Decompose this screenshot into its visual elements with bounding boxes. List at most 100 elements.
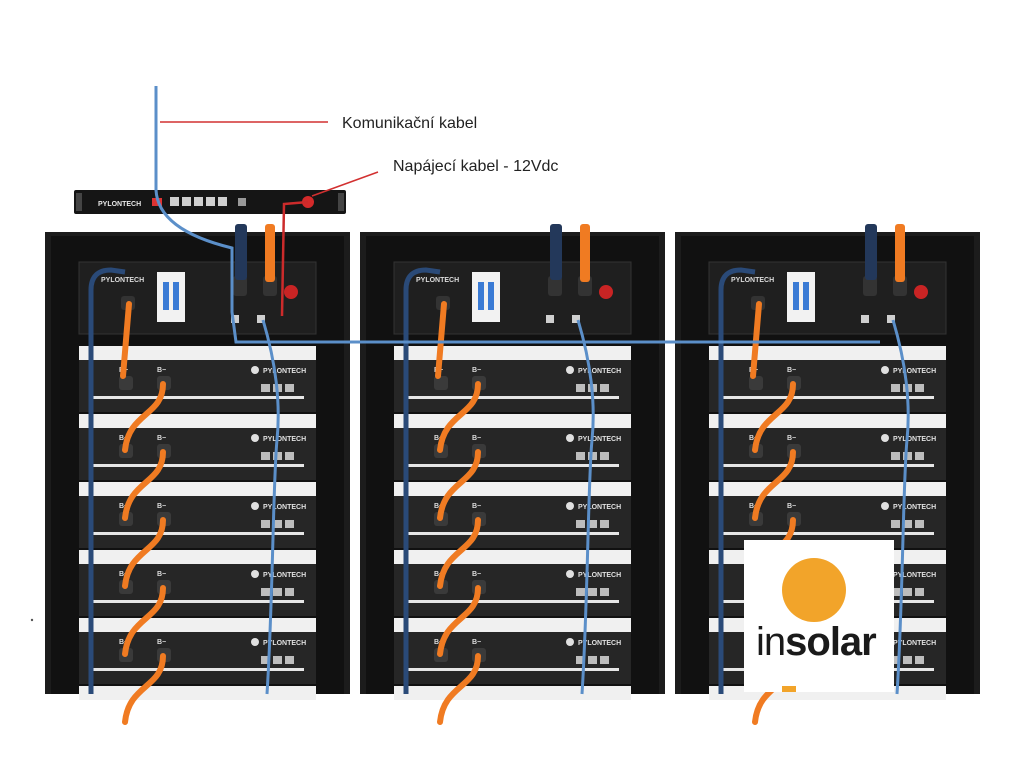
bms-power-lead xyxy=(120,301,132,379)
module-logo-dot xyxy=(251,570,259,578)
battery-module-icon: B+B−PYLONTECH xyxy=(79,550,316,616)
battery-module-icon: B+B−PYLONTECH xyxy=(394,346,631,412)
module-brand-label: PYLONTECH xyxy=(263,572,306,579)
battery-module-icon: B+ B− PYLONTECH xyxy=(709,414,946,480)
module-top-face xyxy=(79,414,316,428)
module-top-face xyxy=(709,482,946,496)
bms-power-button xyxy=(914,285,928,299)
module-rail xyxy=(721,396,934,399)
module-logo-dot xyxy=(566,434,574,442)
logo-text-light: in xyxy=(756,620,786,664)
series-power-cable xyxy=(437,449,481,521)
hub-brand-label: PYLONTECH xyxy=(98,201,141,208)
module-top-face xyxy=(394,550,631,564)
module-brand-label: PYLONTECH xyxy=(578,504,621,511)
top-dark-cable xyxy=(865,224,877,280)
module-port-2 xyxy=(915,588,924,596)
bms-power-button xyxy=(599,285,613,299)
logo-wordmark: insolar xyxy=(756,620,877,665)
module-port-0 xyxy=(891,588,900,596)
module-top-face xyxy=(394,414,631,428)
negative-terminal-label: B− xyxy=(472,571,481,578)
hub-ear-left xyxy=(76,193,82,211)
module-brand-label: PYLONTECH xyxy=(263,504,306,511)
module-brand-label: PYLONTECH xyxy=(893,640,936,647)
bms-port-2 xyxy=(257,315,265,323)
module-brand-label: PYLONTECH xyxy=(263,368,306,375)
module-rail xyxy=(406,600,619,603)
module-brand-label: PYLONTECH xyxy=(893,504,936,511)
hub-port-2 xyxy=(194,197,203,206)
bms-port-1 xyxy=(546,315,554,323)
module-port-1 xyxy=(903,656,912,664)
rack-main-cable xyxy=(88,267,126,694)
module-port-0 xyxy=(261,520,270,528)
module-port-1 xyxy=(273,452,282,460)
module-rail xyxy=(91,396,304,399)
module-port-2 xyxy=(915,656,924,664)
module-top-face xyxy=(79,550,316,564)
negative-terminal-label: B− xyxy=(472,639,481,646)
module-brand-label: PYLONTECH xyxy=(263,640,306,647)
communication-cable-label: Komunikační kabel xyxy=(342,115,478,132)
callouts-layer xyxy=(30,121,379,622)
bms-terminal-1 xyxy=(863,276,877,296)
module-logo-dot xyxy=(251,502,259,510)
hub-port-1 xyxy=(182,197,191,206)
module-top-face xyxy=(394,482,631,496)
hub-port-extra xyxy=(238,198,246,206)
bms-brand-label: PYLONTECH xyxy=(731,277,774,284)
positive-terminal-label: B+ xyxy=(119,639,128,646)
series-power-cable xyxy=(122,585,166,657)
bms-chassis xyxy=(78,261,317,335)
module-port-0 xyxy=(576,588,585,596)
negative-terminal-label: B− xyxy=(472,435,481,442)
module-port-2 xyxy=(285,588,294,596)
module-port-0 xyxy=(261,656,270,664)
module-top-face xyxy=(79,346,316,360)
positive-terminal-label: B+ xyxy=(434,435,443,442)
module-brand-label: PYLONTECH xyxy=(893,436,936,443)
bms-chassis xyxy=(708,261,947,335)
module-logo-dot xyxy=(881,366,889,374)
series-power-cable xyxy=(122,381,166,453)
series-power-cable xyxy=(437,653,481,725)
module-top-face xyxy=(394,346,631,360)
positive-terminal xyxy=(749,376,763,390)
positive-terminal-label: B+ xyxy=(434,639,443,646)
module-port-1 xyxy=(588,656,597,664)
positive-terminal-label: B+ xyxy=(119,503,128,510)
positive-terminal-label: B+ xyxy=(749,435,758,442)
module-top-face xyxy=(709,346,946,360)
insolar-logo: insolar xyxy=(744,540,894,692)
module-logo-dot xyxy=(566,570,574,578)
breaker-icon xyxy=(472,272,500,322)
battery-module-icon: B+B−PYLONTECH xyxy=(79,482,316,548)
negative-terminal-label: B− xyxy=(157,367,166,374)
bms-controller-icon: PYLONTECH xyxy=(393,261,632,335)
module-logo-dot xyxy=(566,366,574,374)
module-rail xyxy=(406,464,619,467)
negative-terminal-label: B− xyxy=(472,503,481,510)
battery-module-icon xyxy=(79,686,316,700)
bms-controller-icon: PYLONTECH xyxy=(708,261,947,335)
module-port-0 xyxy=(261,588,270,596)
module-port-0 xyxy=(891,452,900,460)
power-callout-line xyxy=(311,171,379,197)
top-orange-cable xyxy=(580,224,590,282)
negative-terminal-label: B− xyxy=(787,367,796,374)
module-rail xyxy=(406,668,619,671)
module-brand-label: PYLONTECH xyxy=(893,572,936,579)
module-port-2 xyxy=(600,452,609,460)
negative-terminal-label: B− xyxy=(787,435,796,442)
module-top-face xyxy=(79,618,316,632)
module-brand-label: PYLONTECH xyxy=(578,640,621,647)
stray-dot xyxy=(30,618,34,622)
module-port-2 xyxy=(915,452,924,460)
battery-module-icon: B+B−PYLONTECH xyxy=(394,550,631,616)
breaker-icon xyxy=(787,272,815,322)
negative-terminal-label: B− xyxy=(157,639,166,646)
module-comm-chain xyxy=(576,319,595,695)
bms-brand-label: PYLONTECH xyxy=(416,277,459,284)
negative-terminal-label: B− xyxy=(787,503,796,510)
